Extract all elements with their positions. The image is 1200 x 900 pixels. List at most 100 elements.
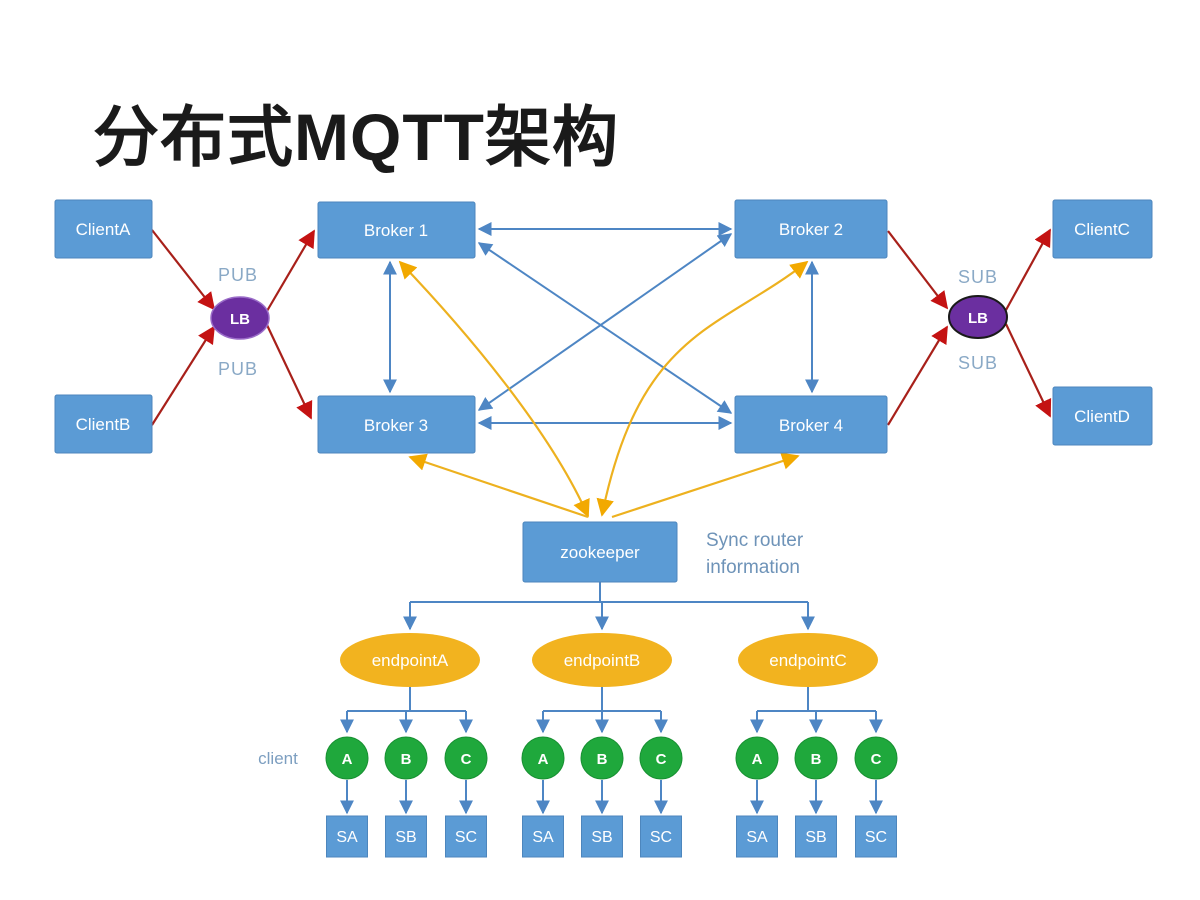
sb-box-a — [385, 815, 427, 858]
lb-pub-label: LB — [230, 311, 250, 328]
arrow-clientb-lb — [151, 325, 215, 426]
sb-label-c: SB — [805, 829, 826, 846]
clientd-label: ClientD — [1074, 407, 1130, 426]
sub-box-a1: SA — [326, 815, 368, 858]
sync-zookeeper-broker4 — [611, 452, 800, 519]
sc-label-b: SC — [650, 829, 672, 846]
client-row-label: client — [258, 749, 298, 768]
broker3-box — [317, 395, 476, 454]
client-circle-c1: A — [735, 736, 779, 780]
page-title: 分布式MQTT架构 — [93, 100, 619, 174]
node-broker1: Broker 1 — [317, 201, 476, 259]
sa-label-b: SA — [532, 829, 554, 846]
sb-box-b — [581, 815, 623, 858]
clientd-box — [1052, 386, 1153, 446]
circle-c2 — [794, 736, 838, 780]
arrow-lb-broker1 — [266, 229, 315, 312]
arrow-clienta-lb — [151, 229, 216, 311]
endpointc-ellipse — [738, 633, 878, 687]
sub-bottom-label: SUB — [958, 353, 998, 373]
client-circle-c3: C — [854, 736, 898, 780]
circle-b1 — [521, 736, 565, 780]
broker1-label: Broker 1 — [364, 221, 428, 240]
lb-sub-label: LB — [968, 310, 988, 327]
endpointc-label: endpointC — [769, 651, 847, 670]
sync-info-line1: Sync router — [706, 530, 804, 551]
circle-a1-label: A — [342, 751, 353, 768]
circle-b2-label: B — [597, 751, 608, 768]
sc-label-a: SC — [455, 829, 477, 846]
node-endpointc: endpointC — [738, 633, 878, 687]
sub-box-a3: SC — [445, 815, 487, 858]
client-circle-a1: A — [325, 736, 369, 780]
client-circle-b1: A — [521, 736, 565, 780]
zookeeper-box — [522, 521, 678, 583]
circle-a3 — [444, 736, 488, 780]
sync-broker1-zookeeper — [398, 260, 590, 518]
node-lb-pub: LB — [210, 296, 270, 340]
sync-broker2-zookeeper — [596, 260, 809, 517]
circle-c2-label: B — [811, 751, 822, 768]
circle-c1-label: A — [752, 751, 763, 768]
zookeeper-label: zookeeper — [560, 543, 640, 562]
circle-a1 — [325, 736, 369, 780]
arrow-lb-clientd — [1005, 323, 1052, 418]
circle-b1-label: A — [538, 751, 549, 768]
clientb-box — [54, 394, 153, 454]
node-clienta: ClientA — [54, 199, 153, 259]
arrow-broker4-lb — [887, 325, 948, 426]
sub-box-b2: SB — [581, 815, 623, 858]
clientb-label: ClientB — [76, 415, 131, 434]
arrow-lb-broker3 — [266, 324, 313, 420]
node-endpointa: endpointA — [340, 633, 480, 687]
node-broker2: Broker 2 — [734, 199, 888, 259]
circle-c3-label: C — [871, 751, 882, 768]
clienta-label: ClientA — [76, 220, 131, 239]
broker2-label: Broker 2 — [779, 220, 843, 239]
endpointa-ellipse — [340, 633, 480, 687]
sync-info-line2: information — [706, 557, 800, 578]
sa-label-c: SA — [746, 829, 768, 846]
broker4-box — [734, 395, 888, 454]
broker2-box — [734, 199, 888, 259]
sa-label-a: SA — [336, 829, 358, 846]
circle-b3-label: C — [656, 751, 667, 768]
circle-a2-label: B — [401, 751, 412, 768]
circle-a2 — [384, 736, 428, 780]
node-clientb: ClientB — [54, 394, 153, 454]
node-zookeeper: zookeeper — [522, 521, 678, 583]
node-clientc: ClientC — [1052, 199, 1153, 259]
node-clientd: ClientD — [1052, 386, 1153, 446]
client-circle-a2: B — [384, 736, 428, 780]
sc-label-c: SC — [865, 829, 887, 846]
endpointb-ellipse — [532, 633, 672, 687]
sb-label-b: SB — [591, 829, 612, 846]
clienta-box — [54, 199, 153, 259]
lb-pub-ellipse — [210, 296, 270, 340]
node-broker4: Broker 4 — [734, 395, 888, 454]
client-circle-c2: B — [794, 736, 838, 780]
pub-top-label: PUB — [218, 265, 258, 285]
sub-top-label: SUB — [958, 267, 998, 287]
circle-c3 — [854, 736, 898, 780]
endpointa-label: endpointA — [372, 651, 449, 670]
sb-label-a: SB — [395, 829, 416, 846]
sync-zookeeper-broker3 — [408, 453, 589, 519]
node-lb-sub: LB — [948, 295, 1008, 339]
sub-box-c1: SA — [736, 815, 778, 858]
sa-box-b — [522, 815, 564, 858]
sc-box-c — [855, 815, 897, 858]
pub-bottom-label: PUB — [218, 359, 258, 379]
client-circle-b3: C — [639, 736, 683, 780]
circle-b3 — [639, 736, 683, 780]
sub-box-c3: SC — [855, 815, 897, 858]
sub-box-a2: SB — [385, 815, 427, 858]
sub-box-c2: SB — [795, 815, 837, 858]
sa-box-c — [736, 815, 778, 858]
link-broker1-broker4 — [477, 242, 733, 414]
broker3-label: Broker 3 — [364, 416, 428, 435]
sa-box-a — [326, 815, 368, 858]
sc-box-a — [445, 815, 487, 858]
